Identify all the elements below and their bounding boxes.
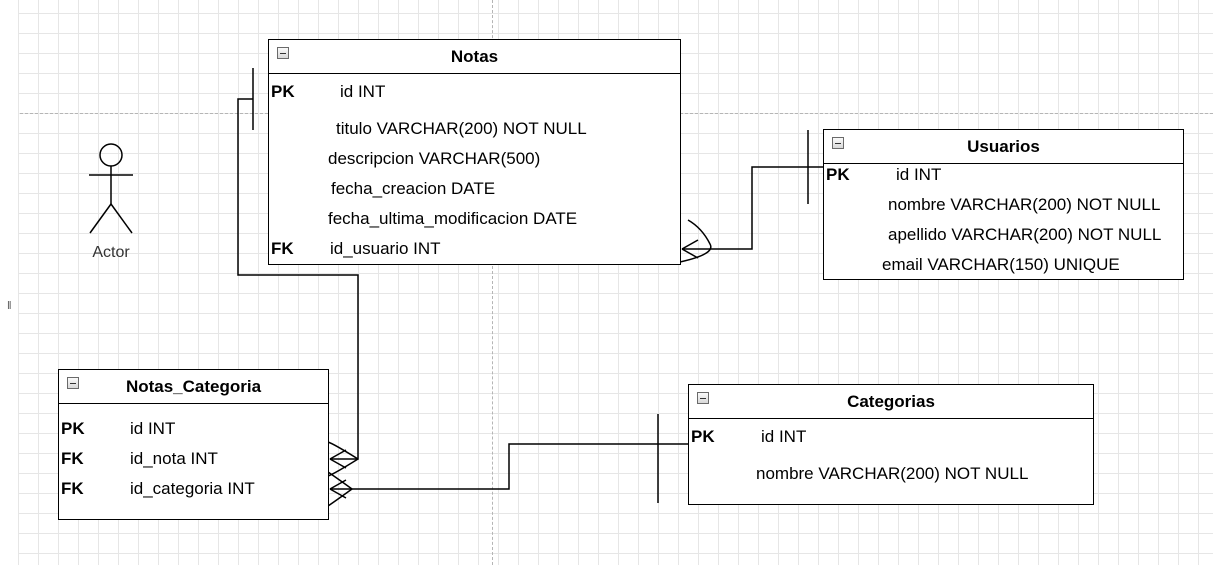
table-header[interactable]: Notas	[269, 40, 680, 74]
table-row[interactable]: fecha_ultima_modificacion DATE	[269, 204, 680, 234]
vertical-guide-line	[492, 0, 493, 565]
collapse-icon[interactable]	[67, 377, 79, 389]
crow-foot-id-nota	[327, 441, 359, 477]
field-label: id INT	[130, 419, 176, 438]
table-row[interactable]: fecha_creacion DATE	[269, 174, 680, 204]
field-label: apellido VARCHAR(200) NOT NULL	[888, 225, 1162, 244]
field-label: titulo VARCHAR(200) NOT NULL	[336, 119, 587, 138]
table-row[interactable]: FK id_nota INT	[59, 444, 328, 474]
table-title: Usuarios	[967, 137, 1040, 156]
field-label: nombre VARCHAR(200) NOT NULL	[888, 195, 1161, 214]
field-label: id INT	[896, 165, 942, 184]
table-row[interactable]: titulo VARCHAR(200) NOT NULL	[269, 114, 680, 144]
table-row[interactable]: apellido VARCHAR(200) NOT NULL	[824, 220, 1183, 250]
arrow-head-id-nota	[329, 449, 347, 469]
field-label: id_nota INT	[130, 449, 218, 468]
table-usuarios[interactable]: Usuarios PK id INT nombre VARCHAR(200) N…	[823, 129, 1184, 280]
table-title: Categorias	[847, 392, 935, 411]
table-row[interactable]: FK id_categoria INT	[59, 474, 328, 504]
key-label: PK	[61, 419, 85, 438]
crow-foot-id-usuario	[679, 219, 712, 263]
table-row[interactable]: PK id INT	[689, 422, 1093, 452]
table-categorias[interactable]: Categorias PK id INT nombre VARCHAR(200)…	[688, 384, 1094, 505]
field-label: descripcion VARCHAR(500)	[328, 149, 541, 168]
arrow-head-id-usuario	[681, 239, 699, 259]
table-row[interactable]: FK id_usuario INT	[269, 234, 680, 264]
table-title: Notas	[450, 47, 499, 66]
rel-categorias-notascategoria[interactable]	[330, 443, 688, 490]
table-row[interactable]: email VARCHAR(150) UNIQUE	[824, 250, 1183, 280]
rel-usuarios-notas[interactable]	[682, 166, 823, 250]
collapse-icon[interactable]	[277, 47, 289, 59]
actor-icon[interactable]	[89, 143, 133, 234]
field-label: fecha_creacion DATE	[331, 179, 496, 198]
table-title: Notas_Categoria	[125, 377, 262, 396]
field-label: fecha_ultima_modificacion DATE	[328, 209, 578, 228]
field-label: id INT	[340, 82, 386, 101]
collapse-icon[interactable]	[832, 137, 844, 149]
collapse-icon[interactable]	[697, 392, 709, 404]
table-header[interactable]: Notas_Categoria	[59, 370, 328, 404]
rel-notas-notascategoria[interactable]	[237, 98, 359, 460]
arrow-head-id-categoria	[329, 479, 347, 499]
table-row[interactable]: nombre VARCHAR(200) NOT NULL	[824, 190, 1183, 220]
key-label: PK	[271, 82, 295, 101]
table-row[interactable]: nombre VARCHAR(200) NOT NULL	[689, 459, 1093, 489]
table-row[interactable]: PK id INT	[59, 414, 328, 444]
key-label: FK	[61, 449, 84, 468]
key-label: FK	[271, 239, 294, 258]
key-label: FK	[61, 479, 84, 498]
field-label: email VARCHAR(150) UNIQUE	[882, 255, 1120, 274]
table-notas[interactable]: Notas PK id INT titulo VARCHAR(200) NOT …	[268, 39, 681, 265]
table-row[interactable]: descripcion VARCHAR(500)	[269, 144, 680, 174]
table-header[interactable]: Categorias	[689, 385, 1093, 419]
table-header[interactable]: Usuarios	[824, 130, 1183, 164]
key-label: PK	[691, 427, 715, 446]
field-label: id_usuario INT	[330, 239, 441, 258]
field-label: nombre VARCHAR(200) NOT NULL	[756, 464, 1029, 483]
key-label: PK	[826, 165, 850, 184]
crow-foot-id-categoria	[327, 471, 353, 507]
splitter-handle[interactable]: ‖	[7, 300, 13, 312]
left-ruler: ‖	[0, 0, 18, 565]
field-label: id INT	[761, 427, 807, 446]
table-notas-categoria[interactable]: Notas_Categoria PK id INT FK id_nota INT…	[58, 369, 329, 520]
table-row[interactable]: PK id INT	[824, 160, 1183, 190]
actor-label: Actor	[92, 244, 130, 261]
table-row[interactable]: PK id INT	[269, 77, 680, 107]
field-label: id_categoria INT	[130, 479, 255, 498]
